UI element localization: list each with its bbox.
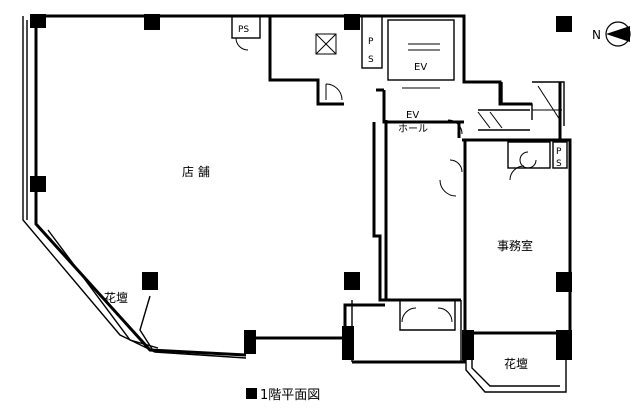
room-label-ev: EV xyxy=(414,62,427,73)
structural-columns xyxy=(30,14,572,360)
room-label-ev-hall-2: ホール xyxy=(398,123,428,135)
inner-walls xyxy=(22,15,568,393)
room-label-ps3-p: P xyxy=(556,147,562,157)
caption-text: 1階平面図 xyxy=(260,388,321,403)
north-arrow: N xyxy=(592,21,631,47)
door-swings xyxy=(235,37,537,323)
room-label-ps1: PS xyxy=(238,25,249,35)
room-label-ps2-p: P xyxy=(368,37,374,47)
room-label-shop: 店 舗 xyxy=(182,165,210,179)
stair-shaft-marks xyxy=(315,33,562,129)
plan-caption: 1階平面図 xyxy=(246,384,320,403)
room-label-planter-right: 花壇 xyxy=(504,356,528,371)
room-label-office: 事務室 xyxy=(497,238,533,253)
outer-walls xyxy=(32,14,572,364)
room-label-ps2-s: S xyxy=(368,55,374,65)
caption-bullet xyxy=(246,388,257,399)
room-label-ps3-s: S xyxy=(556,159,562,169)
room-label-planter-left: 花壇 xyxy=(104,290,128,305)
room-label-ev-hall-1: EV xyxy=(406,110,419,121)
north-letter: N xyxy=(592,28,601,42)
